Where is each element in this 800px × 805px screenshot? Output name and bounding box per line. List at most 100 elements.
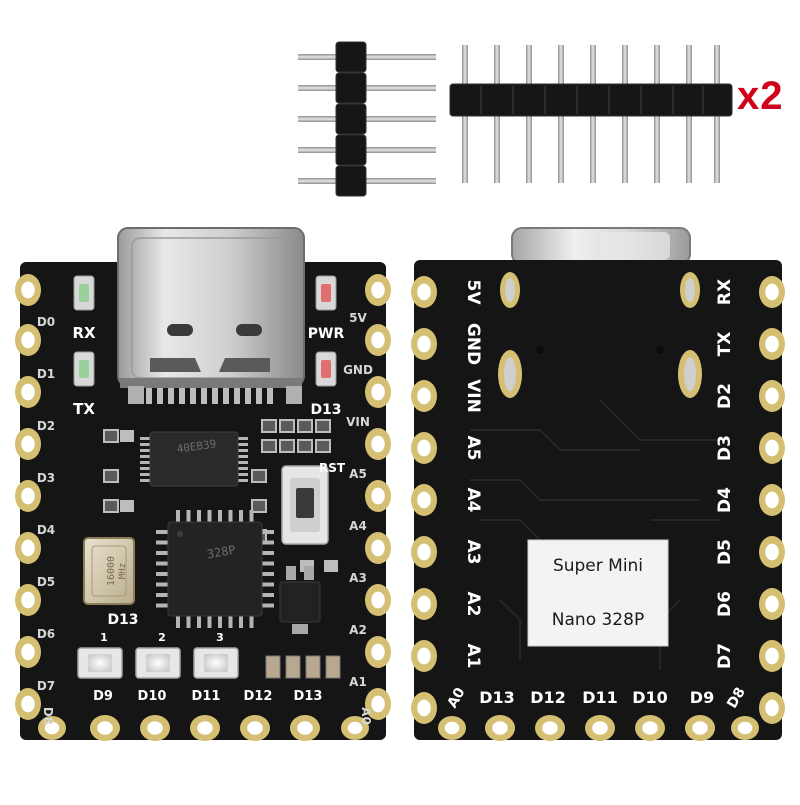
- front-pin-label: D6: [37, 627, 55, 641]
- usb-pin: [168, 388, 174, 404]
- back-pin-label: D5: [715, 539, 735, 565]
- smd-part: [251, 469, 267, 483]
- usb-c-connector-back-icon: [511, 227, 691, 265]
- header-strip: [449, 83, 733, 117]
- user-button-3: [193, 647, 239, 679]
- pad-hole: [765, 543, 779, 561]
- button-number-2: 2: [158, 631, 166, 644]
- header-pin: [298, 116, 436, 122]
- pwr-label: PWR: [308, 326, 345, 342]
- header-pin: [298, 178, 436, 184]
- sticker-line-1: Super Mini: [553, 556, 643, 576]
- header-block: [335, 134, 367, 166]
- usb-pin: [212, 388, 218, 404]
- user-button-1: [77, 647, 123, 679]
- pad-hole: [765, 595, 779, 613]
- front-pin-label: GND: [343, 363, 373, 377]
- front-pin-label: A2: [349, 623, 367, 637]
- button-number-1: 1: [100, 631, 108, 644]
- header-block: [335, 41, 367, 73]
- pad-hole: [21, 435, 35, 453]
- pad-hole: [21, 331, 35, 349]
- usb-pin: [201, 388, 207, 404]
- front-pin-label: A1: [349, 675, 367, 689]
- front-pin-label: D12: [244, 689, 273, 704]
- front-pin-label: D13: [294, 689, 323, 704]
- crystal-marking-1: 16000: [106, 556, 117, 586]
- back-pin-label: GND: [463, 323, 483, 365]
- usb-pin: [245, 388, 251, 404]
- pad-hole: [371, 591, 385, 609]
- front-pin-label: D2: [37, 419, 55, 433]
- pad-hole: [765, 335, 779, 353]
- rx-label: RX: [72, 324, 96, 342]
- smd-part: [103, 469, 119, 483]
- pad-hole: [765, 647, 779, 665]
- d13-label-top: D13: [310, 402, 341, 418]
- front-pin-label: D1: [37, 367, 55, 381]
- header-9-pin: [449, 45, 733, 183]
- pad-hole: [592, 721, 608, 735]
- tx-label: TX: [73, 400, 95, 418]
- front-pin-label: A3: [349, 571, 367, 585]
- pad-hole: [371, 643, 385, 661]
- front-pin-label: D8: [41, 707, 55, 725]
- pad-hole: [21, 281, 35, 299]
- d13-led-icon: [315, 351, 337, 387]
- front-pin-label: D7: [37, 679, 55, 693]
- pad-hole: [371, 331, 385, 349]
- pad-hole: [147, 721, 163, 735]
- pad-hole: [692, 721, 708, 735]
- smd-part: [261, 419, 277, 433]
- pad-hole: [417, 491, 431, 509]
- back-pin-label: 5V: [463, 280, 483, 306]
- back-pin-label: TX: [715, 332, 735, 357]
- pad-hole: [197, 721, 213, 735]
- bottom-capacitors: [265, 655, 341, 679]
- d13-led-label: D13: [107, 612, 138, 628]
- header-pin: [298, 147, 436, 153]
- pad-hole: [417, 543, 431, 561]
- user-buttons: 1 2 3: [77, 631, 239, 679]
- smd-part: [297, 439, 313, 453]
- pad-hole: [642, 721, 658, 735]
- back-pin-label: D10: [632, 688, 668, 707]
- back-pin-label: A5: [463, 436, 483, 461]
- usb-pin: [157, 388, 163, 404]
- crystal-marking-2: MHz: [118, 563, 128, 579]
- voltage-regulator-icon: [279, 566, 321, 634]
- usb-pin: [267, 388, 273, 404]
- tx-led-icon: [73, 351, 95, 387]
- back-pin-label: D11: [582, 688, 618, 707]
- pad-hole: [765, 699, 779, 717]
- pad-hole: [371, 281, 385, 299]
- back-pin-label: A1: [463, 644, 483, 669]
- smd-part: [315, 419, 331, 433]
- back-board: Super Mini Nano 328P 5VGNDVINA5A4A3A2A1A…: [411, 227, 785, 741]
- smd-part: [103, 499, 119, 513]
- pad-hole: [765, 283, 779, 301]
- atmega328p-chip-icon: 328P: [156, 510, 274, 628]
- button-number-3: 3: [216, 631, 224, 644]
- front-pin-label: D4: [37, 523, 55, 537]
- smd-components: [103, 419, 338, 572]
- pad-hole: [371, 383, 385, 401]
- smd-part: [251, 499, 267, 513]
- header-block: [335, 165, 367, 197]
- front-pin-label: VIN: [346, 415, 370, 429]
- pad-hole: [21, 487, 35, 505]
- sticker-line-2: Nano 328P: [552, 610, 644, 630]
- front-pin-label: A0: [359, 707, 373, 725]
- pad-hole: [765, 439, 779, 457]
- back-pin-label: D9: [690, 688, 714, 707]
- front-pin-label: D10: [138, 689, 167, 704]
- back-pin-label: A4: [463, 488, 483, 513]
- usb-pin: [234, 388, 240, 404]
- pad-hole: [21, 539, 35, 557]
- pad-hole: [297, 721, 313, 735]
- smd-part: [279, 419, 295, 433]
